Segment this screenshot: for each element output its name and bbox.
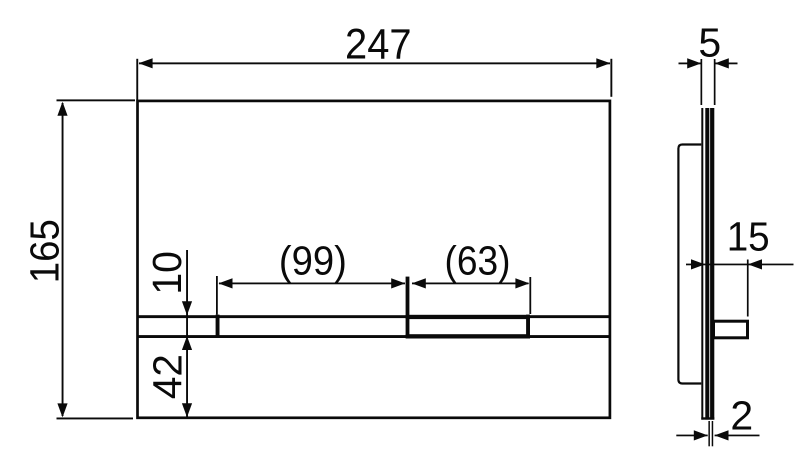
svg-text:(99): (99) bbox=[279, 237, 347, 283]
svg-text:10: 10 bbox=[144, 251, 190, 295]
svg-text:2: 2 bbox=[730, 392, 753, 438]
svg-text:15: 15 bbox=[727, 213, 770, 259]
svg-text:(63): (63) bbox=[445, 237, 511, 283]
svg-text:247: 247 bbox=[345, 22, 412, 69]
svg-text:165: 165 bbox=[22, 219, 68, 283]
svg-text:42: 42 bbox=[144, 354, 190, 399]
svg-text:5: 5 bbox=[698, 19, 721, 65]
